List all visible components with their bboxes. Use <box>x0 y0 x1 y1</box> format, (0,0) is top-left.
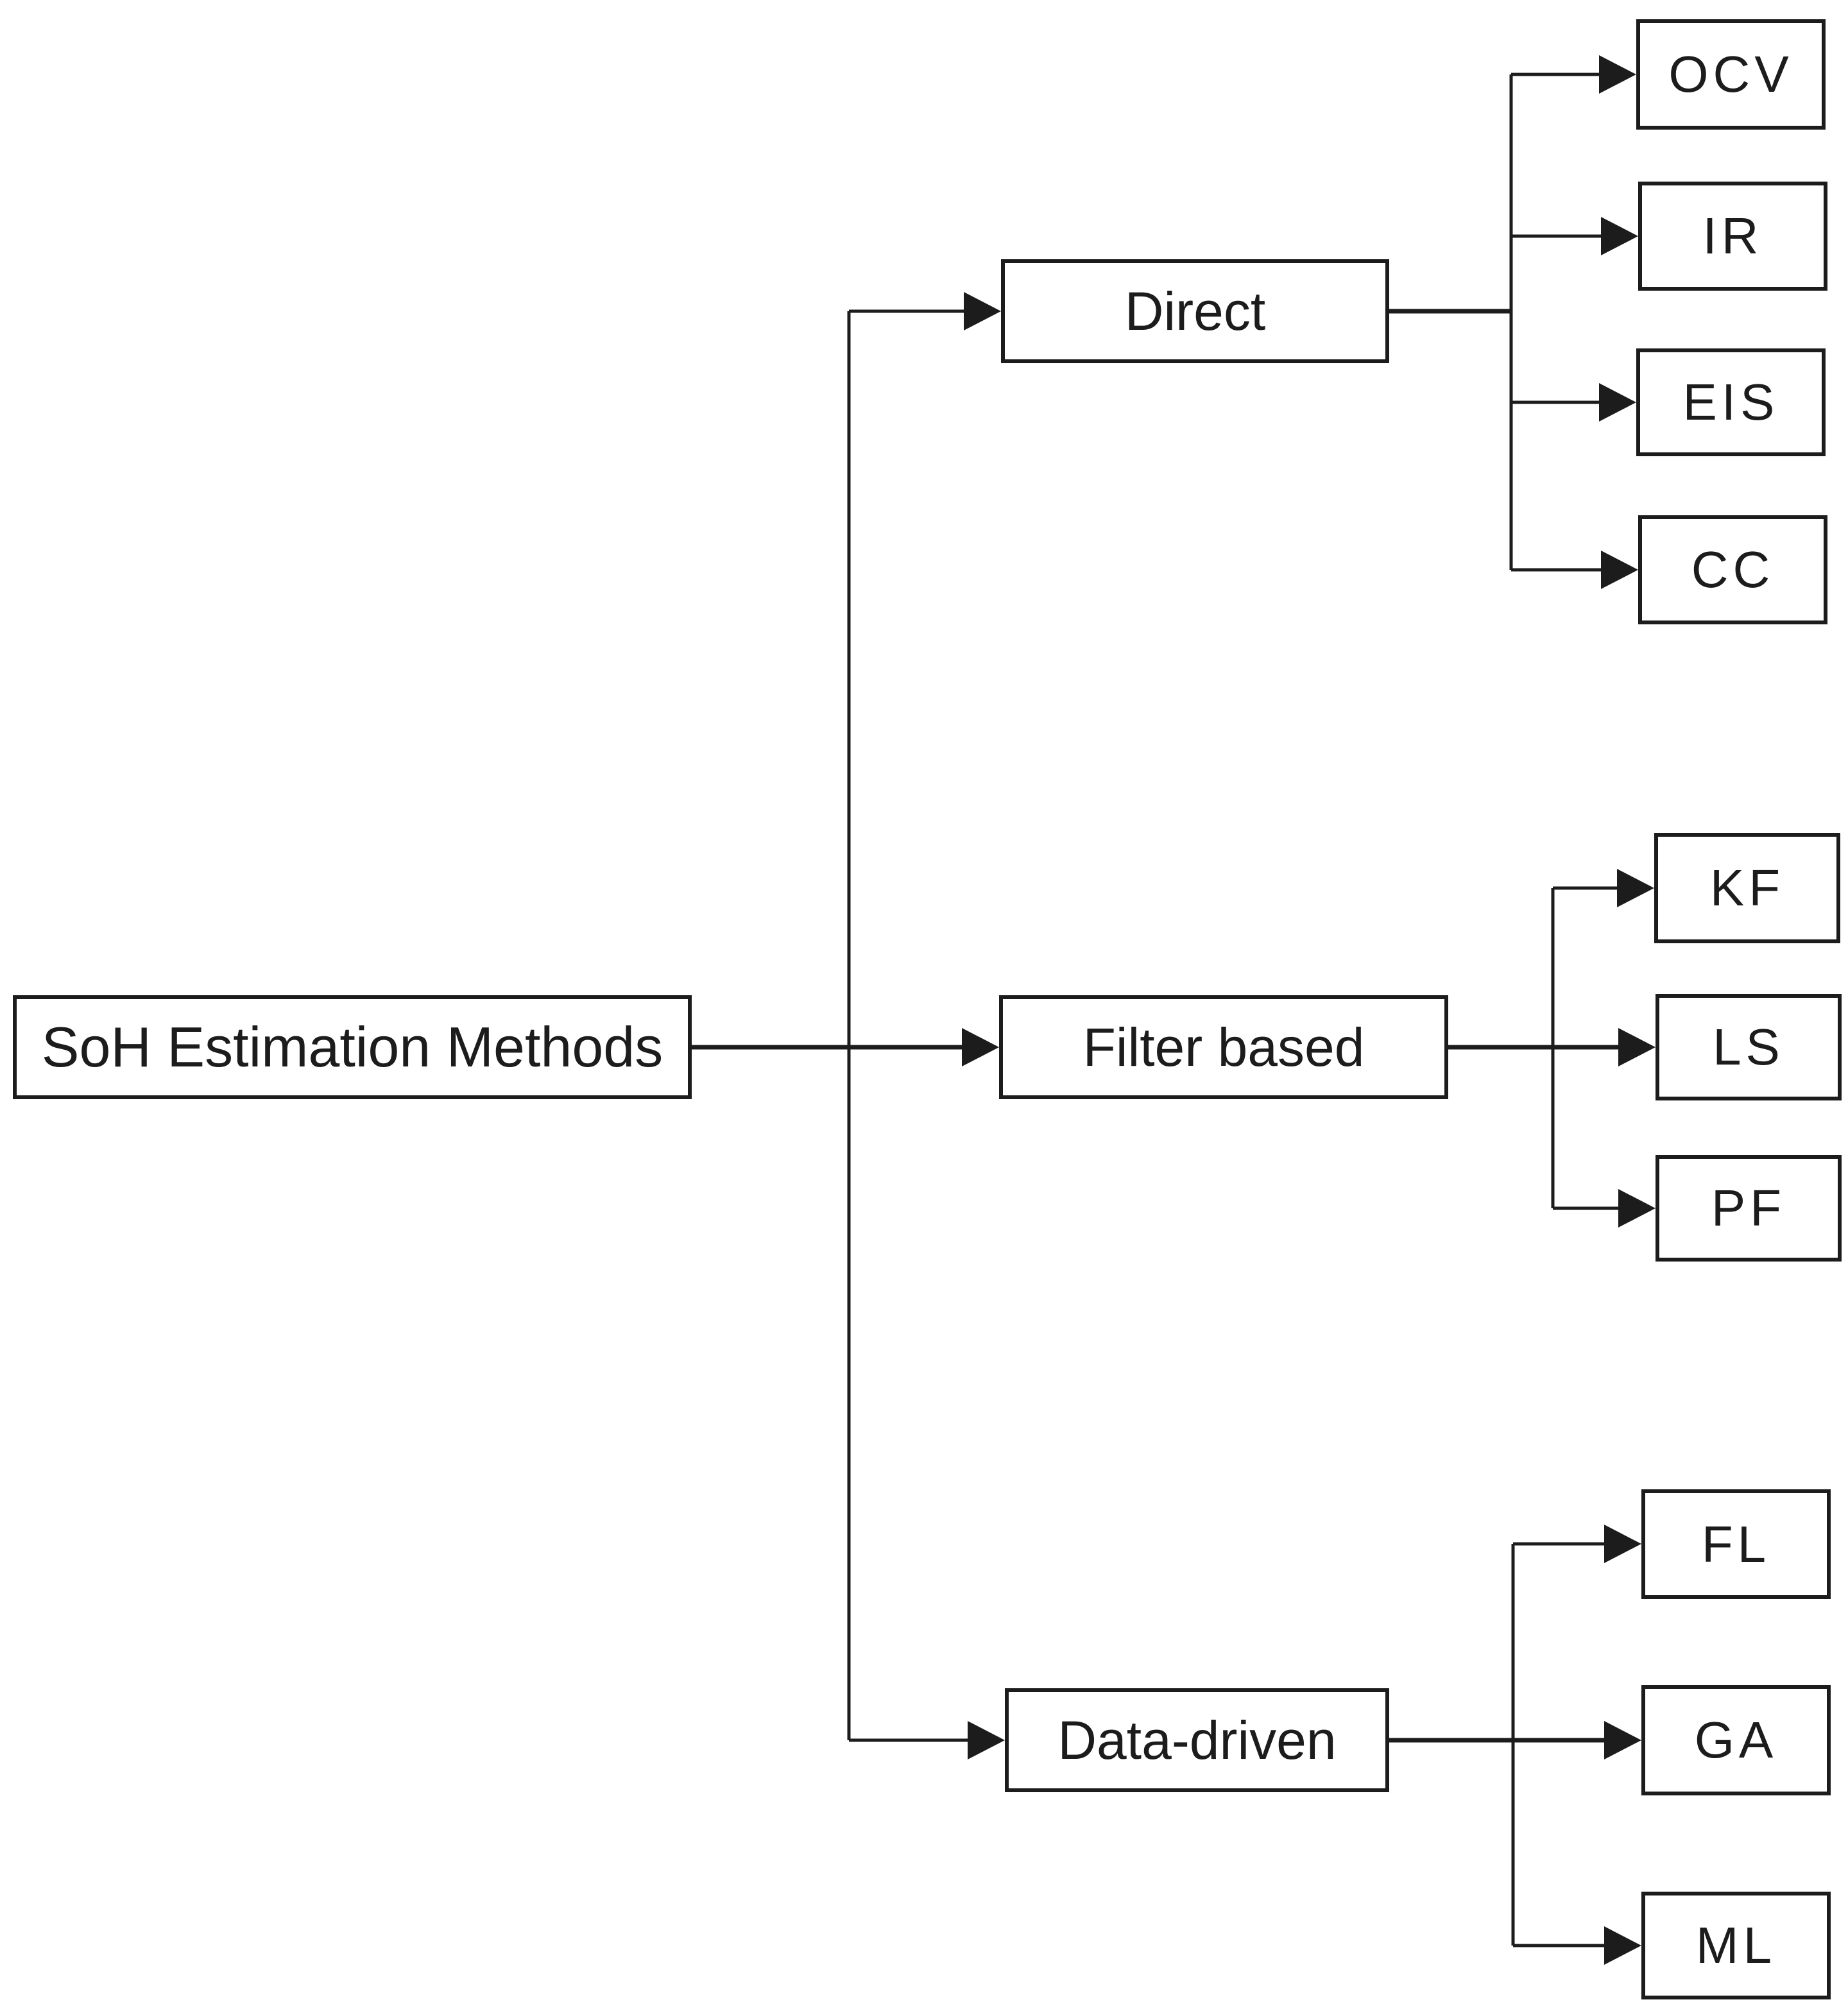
arrowhead-ml <box>1604 1926 1641 1965</box>
node-ir: IR <box>1638 182 1827 291</box>
node-data-driven: Data-driven <box>1005 1688 1389 1792</box>
node-filter-based-label: Filter based <box>1082 1016 1365 1077</box>
node-pf-label: PF <box>1711 1179 1786 1237</box>
arrowhead-direct <box>964 292 1001 330</box>
arrowhead-ocv <box>1599 55 1636 94</box>
node-fl: FL <box>1641 1489 1831 1599</box>
node-ls-label: LS <box>1713 1018 1784 1075</box>
node-ga: GA <box>1641 1685 1831 1795</box>
node-cc: CC <box>1638 515 1827 624</box>
arrowhead-kf <box>1617 869 1654 907</box>
arrowhead-ga <box>1604 1721 1641 1759</box>
node-eis-label: EIS <box>1682 373 1779 431</box>
node-ml: ML <box>1641 1892 1831 1999</box>
node-kf: KF <box>1654 833 1840 943</box>
node-pf: PF <box>1656 1155 1842 1262</box>
node-soh-estimation-methods-label: SoH Estimation Methods <box>41 1015 663 1079</box>
node-data-driven-label: Data-driven <box>1057 1709 1337 1770</box>
arrowhead-cc <box>1601 551 1638 589</box>
node-ml-label: ML <box>1695 1917 1777 1974</box>
node-soh-estimation-methods: SoH Estimation Methods <box>13 995 692 1099</box>
node-ga-label: GA <box>1694 1711 1778 1768</box>
node-cc-label: CC <box>1691 541 1775 598</box>
arrowhead-ls <box>1618 1028 1656 1066</box>
arrowhead-pf <box>1618 1189 1656 1228</box>
node-kf-label: KF <box>1709 859 1785 916</box>
node-fl-label: FL <box>1701 1515 1771 1573</box>
node-ls: LS <box>1656 994 1842 1100</box>
arrowhead-fl <box>1604 1525 1641 1563</box>
node-direct-label: Direct <box>1124 280 1266 341</box>
node-ir-label: IR <box>1702 207 1763 264</box>
node-ocv: OCV <box>1636 19 1826 130</box>
arrowhead-eis <box>1599 383 1636 422</box>
node-direct: Direct <box>1001 259 1389 363</box>
node-ocv-label: OCV <box>1668 46 1793 103</box>
arrowhead-ir <box>1601 217 1638 255</box>
node-filter-based: Filter based <box>999 995 1448 1099</box>
arrowhead-data <box>968 1721 1005 1759</box>
arrowhead-filter <box>962 1028 999 1066</box>
node-eis: EIS <box>1636 348 1826 456</box>
